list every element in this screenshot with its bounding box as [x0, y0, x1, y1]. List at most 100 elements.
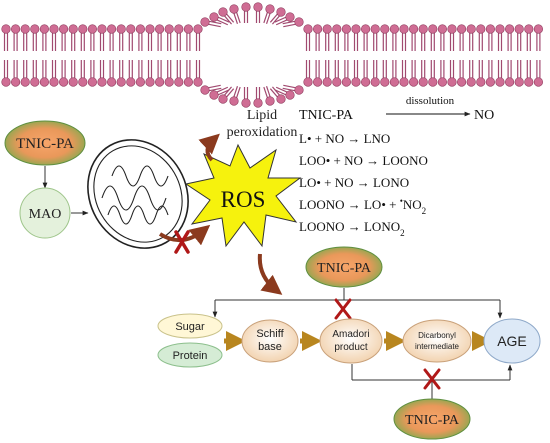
phospholipid [200, 17, 222, 28]
phospholipid [476, 24, 486, 51]
phospholipid [495, 24, 505, 51]
r1-product: NO [474, 108, 494, 123]
phospholipid [116, 60, 126, 87]
phospholipid [389, 60, 400, 87]
phospholipid [155, 60, 165, 87]
phospholipid [97, 60, 107, 87]
phospholipid [39, 60, 50, 87]
phospholipid [351, 60, 361, 87]
phospholipid [126, 60, 136, 87]
tnic-pa-label: TNIC-PA [317, 261, 372, 276]
phospholipid [1, 24, 11, 51]
phospholipid [183, 60, 193, 87]
reaction-4: LO• + NO → LONO [299, 175, 409, 190]
phospholipid [68, 60, 78, 87]
phospholipid [87, 60, 97, 87]
phospholipid [282, 84, 304, 95]
phospholipid [164, 60, 174, 87]
phospholipid [183, 24, 193, 51]
tnic-pa-label: TNIC-PA [16, 136, 74, 152]
phospholipid [30, 24, 40, 51]
ros-to-lipid-arrow [198, 133, 220, 162]
phospholipid [437, 60, 448, 87]
dicarbonyl-intermediate-node: Dicarbonyl intermediate [402, 319, 472, 363]
phospholipid [30, 60, 40, 87]
phospholipid [361, 60, 371, 87]
phospholipid [229, 4, 241, 25]
tnic-pa-top-left-node: TNIC-PA [4, 120, 86, 166]
phospholipid [505, 60, 515, 87]
phospholipid [209, 12, 230, 26]
phospholipid [514, 60, 524, 87]
age-node: AGE [483, 318, 541, 364]
tnic-pa-bottom-node: TNIC-PA [393, 398, 471, 440]
mao-label: MAO [29, 207, 62, 222]
phospholipid [428, 24, 438, 51]
dicarbonyl-label-line2: intermediate [415, 342, 460, 351]
phospholipid [370, 24, 380, 51]
phospholipid [332, 60, 342, 87]
phospholipid [11, 24, 21, 51]
phospholipid [322, 60, 332, 87]
phospholipid [341, 60, 352, 87]
mitochondrion-icon [87, 139, 189, 249]
phospholipid [313, 24, 323, 51]
phospholipid [20, 24, 30, 51]
reaction-equations: TNIC-PA dissolution NO L• + NO → LNO LOO… [299, 95, 494, 238]
phospholipid [106, 60, 117, 87]
inhibition-x-mitochondrion [174, 230, 190, 254]
age-label: AGE [497, 333, 527, 349]
phospholipid [155, 24, 165, 51]
phospholipid [253, 87, 263, 108]
phospholipid [466, 60, 476, 87]
phospholipid [332, 24, 342, 51]
phospholipid [253, 2, 263, 23]
phospholipid [447, 24, 457, 51]
phospholipid [269, 7, 286, 25]
phospholipid [174, 60, 184, 87]
phospholipid [495, 60, 505, 87]
phospholipid [200, 84, 222, 95]
phospholipid [135, 60, 145, 87]
phospholipid [145, 60, 155, 87]
phospholipid [457, 24, 467, 51]
phospholipid [370, 60, 380, 87]
phospholipid [193, 24, 203, 51]
phospholipid [39, 24, 50, 51]
phospholipid [174, 24, 184, 51]
phospholipid [399, 24, 409, 51]
lipid-label-line2: peroxidation [227, 125, 298, 140]
schiff-base-node: Schiff base [241, 319, 299, 363]
ros-burst: ROS [184, 143, 302, 248]
phospholipid [524, 24, 534, 51]
phospholipid [447, 60, 457, 87]
phospholipid [409, 24, 419, 51]
phospholipid [341, 24, 352, 51]
ros-label: ROS [221, 187, 266, 212]
phospholipid [269, 86, 286, 104]
protein-node: Protein [157, 342, 223, 368]
phospholipid [313, 60, 323, 87]
phospholipid [209, 86, 230, 100]
phospholipid [303, 24, 313, 51]
inhibition-x-middle [334, 298, 352, 320]
phospholipid [116, 24, 126, 51]
phospholipid [533, 24, 544, 51]
phospholipid [193, 60, 203, 87]
phospholipid [58, 60, 69, 87]
phospholipid [380, 60, 390, 87]
phospholipid [135, 24, 145, 51]
r1-reactant: TNIC-PA [299, 108, 354, 123]
schiff-label-line2: base [258, 341, 282, 353]
phospholipid [505, 24, 515, 51]
phospholipid [218, 7, 235, 25]
phospholipid [218, 86, 235, 104]
phospholipid [263, 4, 275, 25]
phospholipid [418, 60, 428, 87]
phospholipid [97, 24, 107, 51]
sugar-label: Sugar [175, 321, 205, 333]
tnic-pa-label: TNIC-PA [405, 413, 460, 428]
phospholipid [241, 2, 251, 23]
phospholipid [106, 24, 117, 51]
